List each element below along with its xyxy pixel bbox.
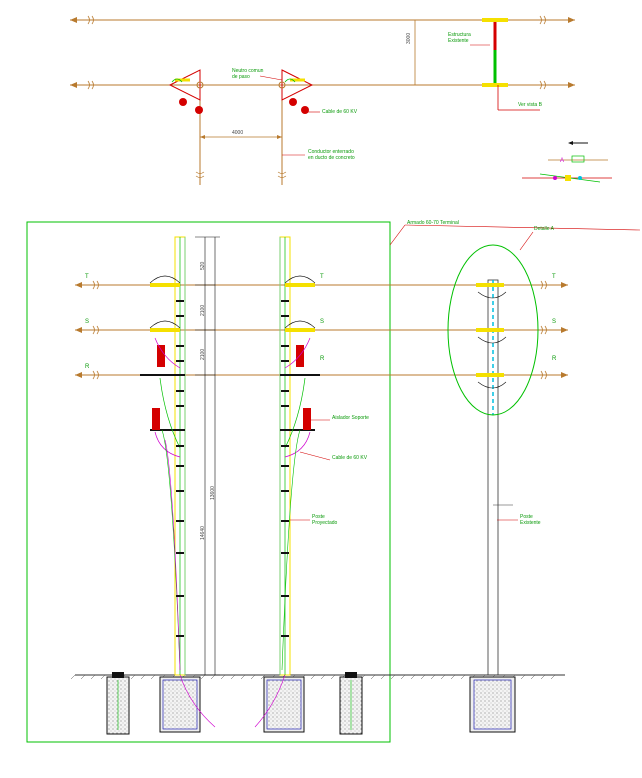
foundation-middle-pole — [254, 674, 305, 733]
pole-right — [447, 244, 539, 676]
phase-s-left: S — [85, 319, 90, 325]
dim-label-horizontal: 4000 — [232, 130, 244, 136]
label-cable-elevation: Cable de 60 KV — [332, 455, 368, 461]
plan-pole-left — [168, 69, 204, 185]
left-dimensions — [195, 236, 220, 676]
label-armado: Armado 60-70 Terminal — [407, 220, 459, 226]
arrow-lower-left — [70, 82, 77, 88]
plan-view: A — [70, 15, 612, 185]
foundation-right-pole — [469, 676, 516, 733]
label-neutral: Neutro comun de paso — [232, 68, 264, 80]
label-aislador: Aislador Soporte — [332, 415, 369, 421]
label-detalle-a: Detalle A — [534, 226, 555, 232]
legend-symbols: A — [522, 141, 612, 183]
label-poste-proyectado: Poste Proyectado — [312, 514, 338, 526]
dim-2100-a: 2100 — [200, 304, 206, 316]
phase-r-mid: R — [320, 356, 325, 362]
arrow-lower-right — [568, 82, 575, 88]
phase-t-left: T — [85, 274, 89, 280]
arrow-upper-right — [568, 17, 575, 23]
label-existing-structure: Estructura Existente — [448, 32, 471, 44]
foundation-left-pole — [159, 674, 216, 733]
phase-s-right: S — [552, 319, 557, 325]
dim-14640: 14640 — [200, 526, 206, 540]
break-symbol-right-upper — [539, 15, 546, 25]
phase-r-left: R — [85, 364, 90, 370]
phase-t-right: T — [552, 274, 556, 280]
pole-left — [140, 236, 186, 676]
leader-lines — [290, 224, 641, 521]
detail-frame — [26, 221, 391, 743]
label-conductor: Conductor enterrado en ducto de concreto — [308, 149, 355, 161]
label-cable-plan: Cable de 60 KV — [322, 109, 358, 115]
dim-520: 520 — [200, 261, 206, 270]
break-symbol-right-lower — [539, 80, 546, 90]
phase-r-right: R — [552, 356, 557, 362]
dim-label-vertical: 3000 — [406, 32, 412, 44]
arrow-upper-left — [70, 17, 77, 23]
label-view-b: Ver vista B — [518, 102, 542, 108]
phase-t-mid: T — [320, 274, 324, 280]
svg-text:A: A — [560, 158, 564, 164]
detail-a-callout — [447, 244, 539, 416]
foundation-left-small — [106, 672, 130, 735]
break-symbol-left-lower — [87, 80, 94, 90]
dim-2100-b: 2100 — [200, 348, 206, 360]
foundation-middle-small — [339, 672, 363, 735]
label-poste-existente: Poste Existente — [520, 514, 541, 526]
break-symbol-left-upper — [87, 15, 94, 25]
plan-pole-right — [278, 69, 314, 185]
phase-s-mid: S — [320, 319, 325, 325]
dim-13600: 13600 — [210, 486, 216, 500]
pole-middle — [279, 236, 320, 676]
